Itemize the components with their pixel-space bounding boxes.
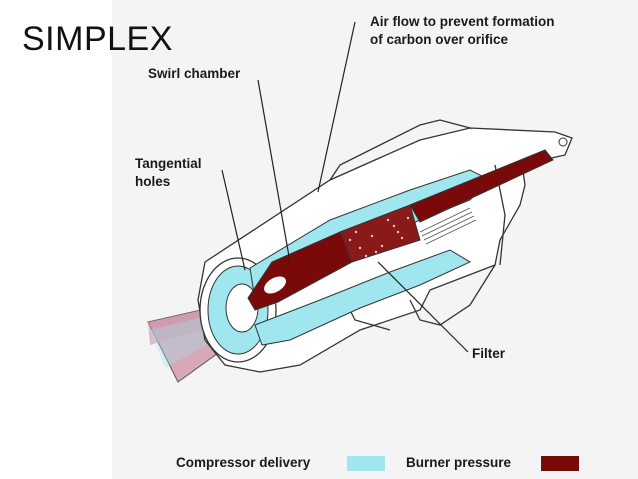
legend-compressor-swatch bbox=[347, 456, 385, 471]
label-tangential-line2: holes bbox=[135, 174, 171, 189]
label-air-flow-line1: Air flow to prevent formation bbox=[370, 14, 555, 29]
legend-compressor-label: Compressor delivery bbox=[176, 455, 311, 470]
leader-swirl-chamber bbox=[257, 79, 291, 263]
label-filter: Filter bbox=[472, 346, 506, 361]
filter-grooves bbox=[419, 207, 477, 245]
label-swirl-chamber: Swirl chamber bbox=[148, 66, 241, 81]
leader-filter bbox=[377, 261, 469, 353]
legend-burner-swatch bbox=[541, 456, 579, 471]
swirl-chamber bbox=[264, 276, 286, 294]
leader-tangential-holes bbox=[221, 169, 246, 271]
leader-lines bbox=[221, 21, 469, 353]
label-air-flow-line2: of carbon over orifice bbox=[370, 32, 509, 47]
page-title: SIMPLEX bbox=[22, 20, 173, 58]
leader-air-flow bbox=[317, 21, 356, 193]
filter-element bbox=[348, 216, 410, 258]
label-tangential-line1: Tangential bbox=[135, 156, 202, 171]
legend-burner-label: Burner pressure bbox=[406, 455, 512, 470]
